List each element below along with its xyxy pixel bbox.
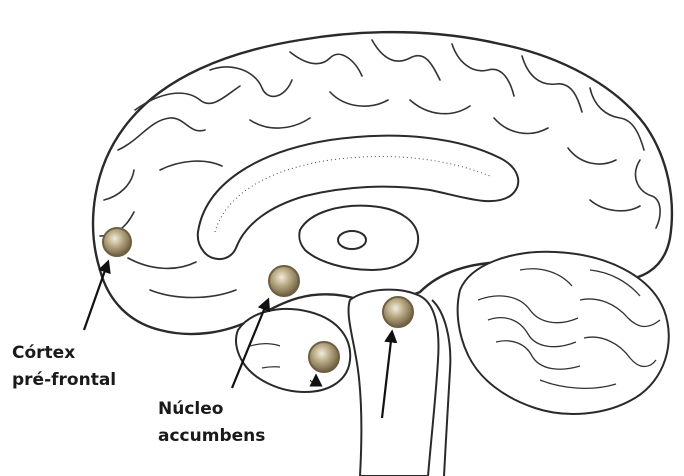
white-patch	[280, 316, 310, 384]
label-prefrontal-line1: Córtex	[12, 340, 116, 367]
cerebellum	[458, 252, 669, 414]
marker-prefrontal	[103, 228, 131, 256]
label-accumbens-line1: Núcleo	[158, 396, 265, 423]
marker-vta	[309, 342, 339, 372]
label-prefrontal-cortex: Córtex pré-frontal	[12, 340, 116, 394]
label-nucleus-accumbens: Núcleo accumbens	[158, 396, 265, 450]
marker-accumbens	[269, 266, 299, 296]
label-accumbens-line2: accumbens	[158, 423, 265, 450]
marker-midbrain	[383, 297, 413, 327]
label-prefrontal-line2: pré-frontal	[12, 367, 116, 394]
arrow-prefrontal	[84, 262, 108, 330]
